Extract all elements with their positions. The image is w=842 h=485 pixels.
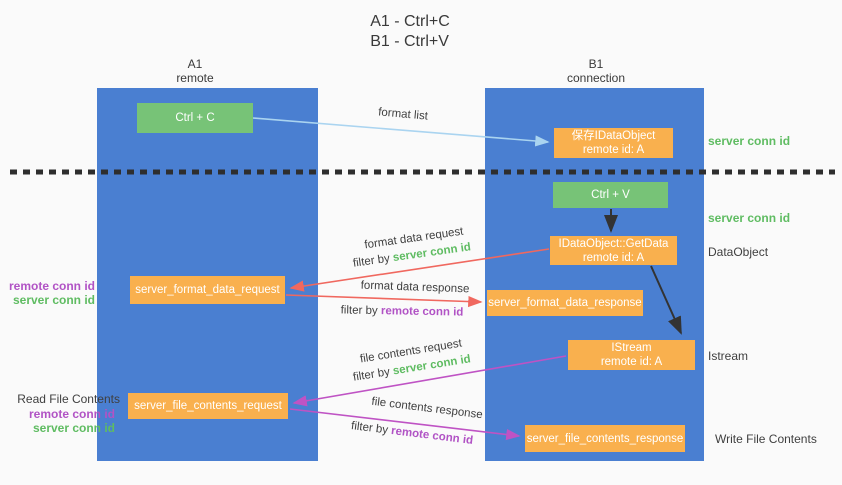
label-istream: Istream (708, 349, 749, 363)
lane-left-title: A1 (187, 57, 203, 71)
title-line-1: A1 - Ctrl+C (370, 13, 450, 30)
arrow-label-format-list: format list (377, 106, 429, 123)
lane-left-subtitle: remote (176, 71, 214, 85)
node-ctrl-v: Ctrl + V (553, 182, 668, 208)
node-getdata-line1: IDataObject::GetData (558, 237, 669, 250)
node-format-request-label: server_format_data_request (135, 284, 280, 296)
lane-right-subtitle: connection (566, 71, 626, 85)
label-server-conn-id-top: server conn id (708, 134, 791, 148)
node-server-format-data-response: server_format_data_response (487, 290, 643, 316)
arrow-label-filter-remote-1: filter by remote conn id (341, 304, 464, 319)
label-request-server-conn-id: server conn id (12, 293, 95, 307)
title-line-2: B1 - Ctrl+V (370, 33, 449, 50)
node-save-idataobject-line1: 保存IDataObject (571, 130, 656, 142)
node-server-file-contents-request: server_file_contents_request (128, 393, 288, 419)
node-file-response-label: server_file_contents_response (526, 432, 684, 445)
label-request-remote-conn-id: remote conn id (8, 279, 95, 293)
arrow-label-format-data-response: format data response (360, 279, 470, 296)
node-ctrl-c-label: Ctrl + C (175, 112, 215, 124)
diagram-title: A1 - Ctrl+C B1 - Ctrl+V (0, 12, 820, 52)
node-istream: IStream remote id: A (568, 340, 695, 370)
filter-by-text-3: filter by (352, 366, 391, 384)
remote-conn-id-text-2: remote conn id (390, 424, 474, 447)
remote-conn-id-text-1: remote conn id (380, 305, 464, 319)
arrow-label-filter-remote-2: filter by remote conn id (350, 420, 473, 448)
filter-by-text-1: filter by (352, 252, 391, 270)
label-write-file-contents: Write File Contents (715, 432, 817, 446)
lane-header-left: A1 remote (85, 57, 305, 85)
label-group-format-request: remote conn id server conn id (0, 279, 95, 307)
node-istream-line2: remote id: A (600, 356, 663, 368)
node-idataobject-getdata: IDataObject::GetData remote id: A (550, 236, 677, 265)
node-istream-line1: IStream (611, 342, 652, 354)
label-read-file-contents: Read File Contents (17, 392, 120, 406)
label-server-conn-id-mid: server conn id (708, 211, 791, 225)
node-ctrl-c: Ctrl + C (137, 103, 253, 133)
node-server-file-contents-response: server_file_contents_response (525, 425, 685, 452)
label-group-file-request: remote conn id server conn id (0, 407, 115, 435)
filter-by-text-4: filter by (350, 420, 389, 437)
lane-right-title: B1 (588, 57, 604, 71)
lane-header-right: B1 connection (485, 57, 707, 85)
label-dataobject: DataObject (708, 245, 769, 259)
node-save-idataobject: 保存IDataObject remote id: A (554, 128, 673, 158)
label-file-server-conn-id: server conn id (32, 421, 115, 435)
filter-by-text-2: filter by (340, 304, 378, 318)
node-ctrl-v-label: Ctrl + V (591, 189, 630, 201)
node-save-idataobject-line2: remote id: A (582, 144, 645, 156)
node-server-format-data-request: server_format_data_request (130, 276, 285, 304)
node-format-response-label: server_format_data_response (488, 297, 642, 309)
label-file-remote-conn-id: remote conn id (28, 407, 115, 421)
arrow-label-file-contents-response: file contents response (370, 395, 484, 422)
node-getdata-line2: remote id: A (582, 251, 645, 264)
node-file-request-label: server_file_contents_request (134, 400, 282, 412)
